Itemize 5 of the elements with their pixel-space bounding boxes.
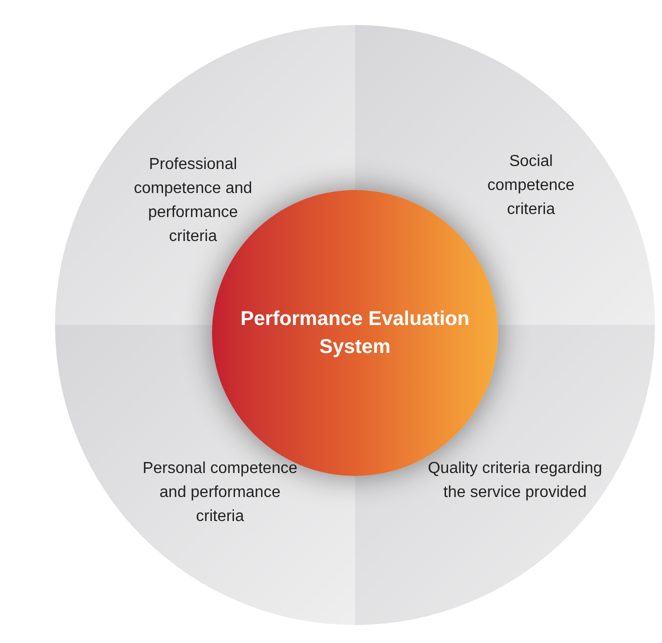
quadrant-label: Personal competence and performance criteria: [142, 459, 298, 527]
quadrant-label: Social competence criteria: [486, 152, 576, 220]
center-title: Performance Evaluation System: [240, 307, 470, 360]
quadrant-label: Quality criteria regarding the service provided: [428, 459, 602, 503]
quadrant-label: Professional competence and performance criteria: [132, 155, 254, 247]
